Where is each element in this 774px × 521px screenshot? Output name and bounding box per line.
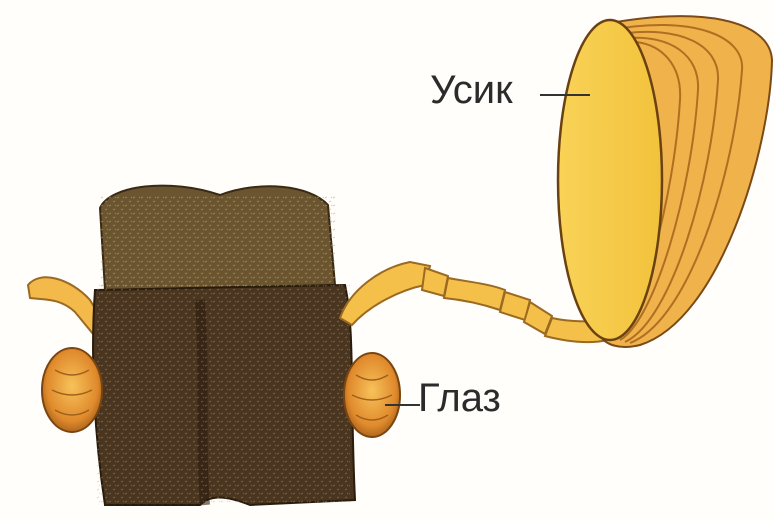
antenna-club xyxy=(558,16,772,347)
left-eye xyxy=(42,348,102,432)
eye-label: Глаз xyxy=(418,378,501,418)
antenna-label: Усик xyxy=(430,70,513,110)
